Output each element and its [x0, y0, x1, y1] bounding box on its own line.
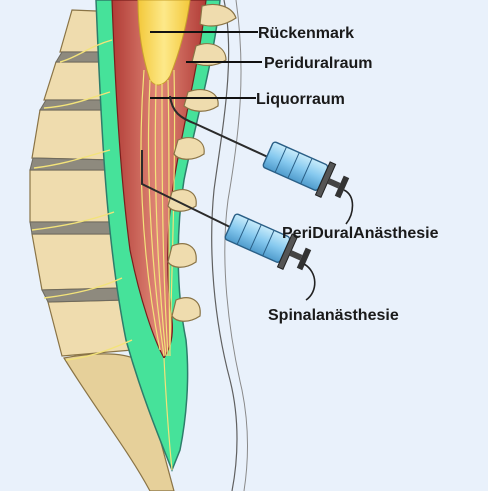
label-csf-space: Liquorraum — [256, 91, 345, 108]
label-spinal-cord: Rückenmark — [258, 25, 354, 42]
label-epidural-space: Periduralraum — [264, 55, 372, 72]
label-epidural-anesthesia: PeriDuralAnästhesie — [282, 225, 439, 242]
label-spinal-anesthesia: Spinalanästhesie — [268, 307, 399, 324]
epidural-syringe-barrel — [262, 141, 328, 191]
spinal-syringe-barrel — [224, 213, 290, 263]
